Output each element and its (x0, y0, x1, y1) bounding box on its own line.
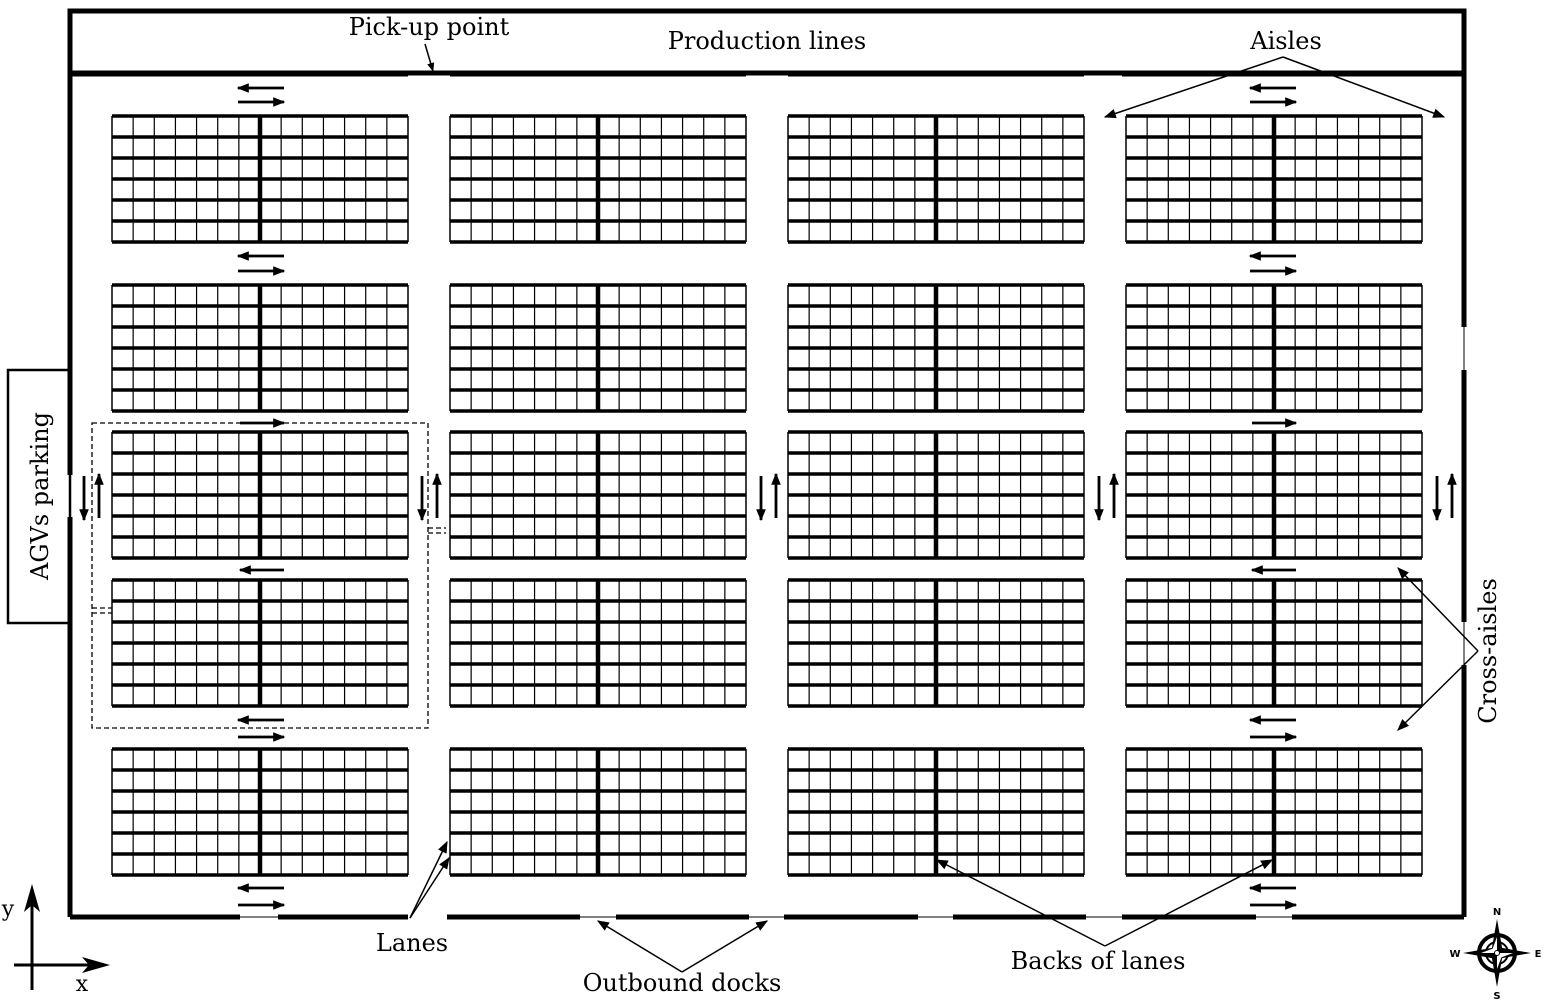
storage-block (787, 578, 1085, 708)
compass-rose-icon (1463, 919, 1531, 987)
outbound-docks-label: Outbound docks (583, 969, 782, 997)
x-axis-label: x (76, 972, 89, 997)
compass-north-label: N (1493, 907, 1501, 918)
storage-block (787, 747, 1085, 877)
production-lines-frame (67, 8, 1467, 76)
storage-block (449, 747, 747, 877)
axes-indicator (14, 884, 110, 990)
production-lines-label: Production lines (668, 27, 867, 55)
storage-block (449, 430, 747, 560)
aisles-label: Aisles (1249, 27, 1322, 55)
storage-block (787, 283, 1085, 413)
storage-block (1125, 283, 1423, 413)
callout-lines (409, 43, 1479, 973)
backs-of-lanes-label: Backs of lanes (1011, 947, 1186, 975)
agv-route-dashed (91, 422, 446, 729)
compass-east-label: E (1535, 949, 1542, 960)
storage-blocks (111, 114, 1423, 877)
lanes-label: Lanes (376, 929, 448, 957)
storage-block (111, 283, 409, 413)
cross-aisles-label: Cross-aisles (1474, 578, 1502, 724)
storage-block (449, 578, 747, 708)
compass-south-label: S (1493, 991, 1500, 1002)
storage-block (111, 430, 409, 560)
storage-block (1125, 578, 1423, 708)
storage-block (1125, 114, 1423, 244)
storage-block (449, 114, 747, 244)
compass-west-label: W (1449, 949, 1460, 960)
storage-block (111, 578, 409, 708)
storage-block (111, 747, 409, 877)
agv-parking-area (6, 368, 72, 625)
y-axis-label: y (1, 897, 15, 922)
storage-block (449, 283, 747, 413)
storage-block (787, 114, 1085, 244)
storage-block (1125, 747, 1423, 877)
warehouse-walls (67, 71, 1467, 920)
agv-parking-label: AGVs parking (26, 412, 54, 581)
storage-block (111, 114, 409, 244)
storage-block (1125, 430, 1423, 560)
storage-block (787, 430, 1085, 560)
pickup-point-label: Pick-up point (349, 13, 510, 41)
